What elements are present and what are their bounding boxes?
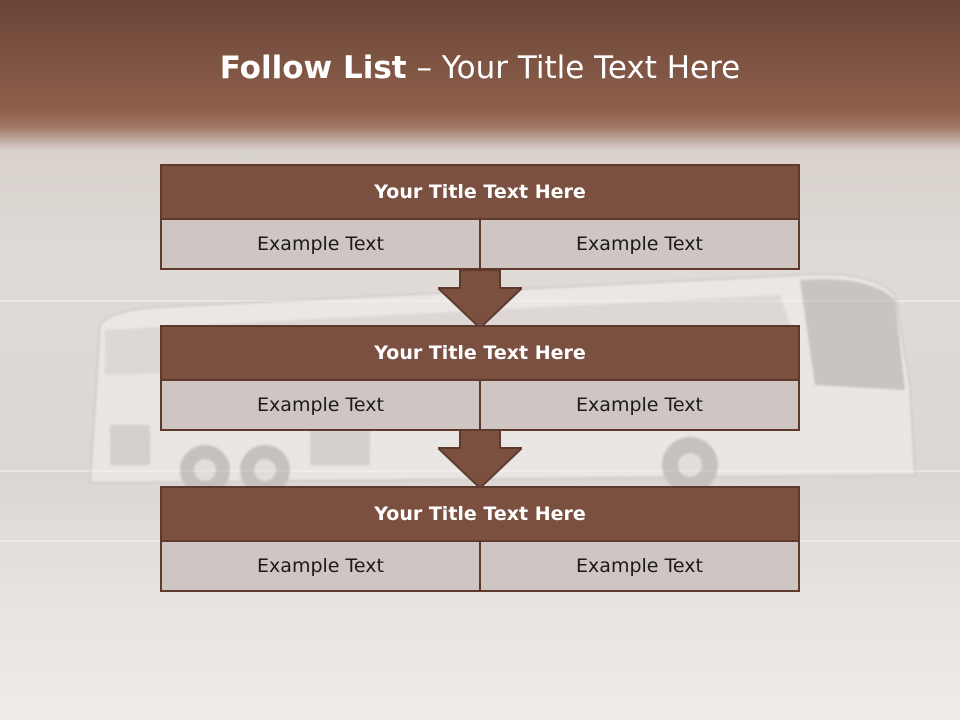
block-cell-right: Example Text bbox=[481, 220, 800, 270]
block-title: Your Title Text Here bbox=[160, 325, 800, 381]
title-bold: Follow List bbox=[219, 50, 407, 86]
block-title: Your Title Text Here bbox=[160, 486, 800, 542]
down-arrow-icon bbox=[438, 430, 522, 490]
title-rest: – Your Title Text Here bbox=[416, 50, 741, 86]
block-cell-left: Example Text bbox=[160, 542, 481, 592]
block-cell-right: Example Text bbox=[481, 381, 800, 431]
slide-title: Follow List – Your Title Text Here bbox=[0, 50, 960, 86]
block-cell-right: Example Text bbox=[481, 542, 800, 592]
block-row: Example Text Example Text bbox=[160, 542, 800, 592]
list-block: Your Title Text Here Example Text Exampl… bbox=[160, 164, 800, 270]
block-cell-left: Example Text bbox=[160, 381, 481, 431]
list-block: Your Title Text Here Example Text Exampl… bbox=[160, 486, 800, 592]
block-row: Example Text Example Text bbox=[160, 381, 800, 431]
block-row: Example Text Example Text bbox=[160, 220, 800, 270]
list-block: Your Title Text Here Example Text Exampl… bbox=[160, 325, 800, 431]
down-arrow-icon bbox=[438, 270, 522, 330]
block-title: Your Title Text Here bbox=[160, 164, 800, 220]
block-cell-left: Example Text bbox=[160, 220, 481, 270]
